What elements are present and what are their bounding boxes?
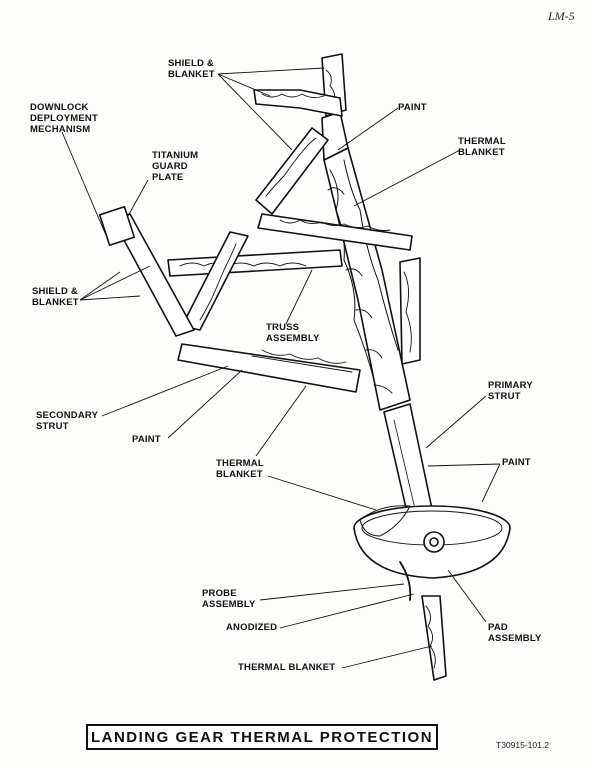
- leader-thermal-mid-2: [267, 475, 377, 511]
- titanium-guard-plate: [98, 205, 136, 247]
- leader-downlock: [61, 131, 109, 241]
- label-truss-assembly: TRUSS ASSEMBLY: [266, 322, 320, 344]
- leader-thermal-top: [353, 149, 461, 207]
- label-downlock-deployment: DOWNLOCK DEPLOYMENT MECHANISM: [30, 102, 98, 135]
- truss-upper-bar: [257, 213, 413, 251]
- truss-diagonal: [181, 231, 249, 331]
- leader-paint-right-1: [427, 463, 501, 467]
- leader-truss: [285, 269, 313, 325]
- leader-shield-top-2: [217, 73, 271, 97]
- title-box: LANDING GEAR THERMAL PROTECTION: [86, 724, 438, 750]
- side-strut: [399, 257, 421, 365]
- leader-shield-top-1: [217, 67, 325, 75]
- leader-thermal-mid-1: [255, 385, 307, 457]
- leader-thermal-bottom: [341, 645, 433, 669]
- label-pad-assembly: PAD ASSEMBLY: [488, 622, 542, 644]
- label-paint-mid: PAINT: [132, 434, 161, 445]
- leader-probe: [259, 583, 405, 601]
- leader-titanium: [127, 179, 149, 217]
- label-secondary-strut: SECONDARY STRUT: [36, 410, 99, 432]
- page-title: LANDING GEAR THERMAL PROTECTION: [90, 728, 434, 746]
- label-paint-right: PAINT: [502, 457, 531, 468]
- upper-diagonal: [255, 127, 329, 215]
- label-paint-top: PAINT: [398, 102, 427, 113]
- leader-paint-right-2: [481, 463, 501, 503]
- label-titanium-guard-plate: TITANIUM GUARD PLATE: [152, 150, 199, 183]
- label-shield-blanket-left: SHIELD & BLANKET: [32, 286, 79, 308]
- leader-anodized: [279, 593, 415, 629]
- leader-primary: [425, 395, 487, 449]
- page-number: LM-5: [548, 9, 575, 23]
- footpad-bowl: [353, 527, 511, 579]
- probe-arm: [399, 561, 412, 601]
- document-id: T30915-101.2: [496, 740, 549, 750]
- secondary-strut: [177, 343, 361, 393]
- leader-pad: [447, 569, 487, 623]
- leader-paint-mid: [167, 369, 243, 439]
- label-thermal-blanket-mid: THERMAL BLANKET: [216, 458, 264, 480]
- label-shield-blanket-top: SHIELD & BLANKET: [168, 58, 215, 80]
- pad-fitting: [423, 531, 445, 553]
- leader-shield-left-2: [79, 265, 151, 301]
- leader-shield-left-3: [79, 295, 141, 301]
- leader-paint-top: [337, 107, 399, 151]
- probe-blanket: [421, 595, 447, 681]
- label-primary-strut: PRIMARY STRUT: [488, 380, 533, 402]
- leader-secondary: [101, 365, 229, 417]
- leader-shield-left-1: [79, 271, 121, 301]
- label-probe-assembly: PROBE ASSEMBLY: [202, 588, 256, 610]
- label-thermal-blanket-top: THERMAL BLANKET: [458, 136, 506, 158]
- label-anodized: ANODIZED: [226, 622, 278, 633]
- leader-shield-top-3: [217, 73, 293, 151]
- label-thermal-blanket-bottom: THERMAL BLANKET: [238, 662, 336, 673]
